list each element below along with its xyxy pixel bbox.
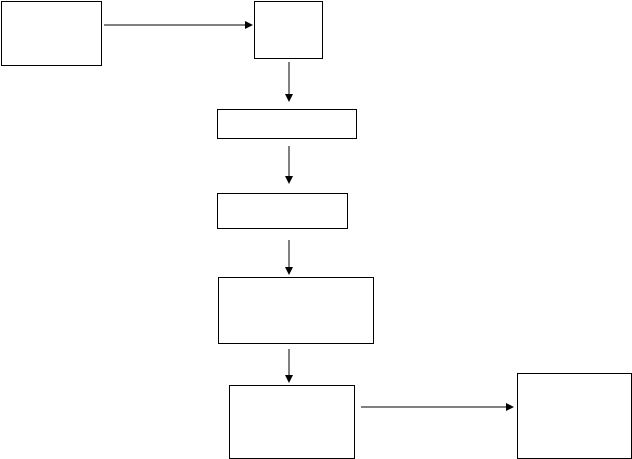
flowchart-box-1	[1, 1, 102, 66]
flowchart-box-2	[254, 1, 323, 59]
flowchart-box-5	[218, 277, 374, 344]
flowchart-box-4	[217, 193, 348, 229]
flowchart-box-7	[517, 373, 632, 459]
flowchart-box-3	[217, 109, 357, 139]
flowchart-box-6	[229, 385, 355, 459]
